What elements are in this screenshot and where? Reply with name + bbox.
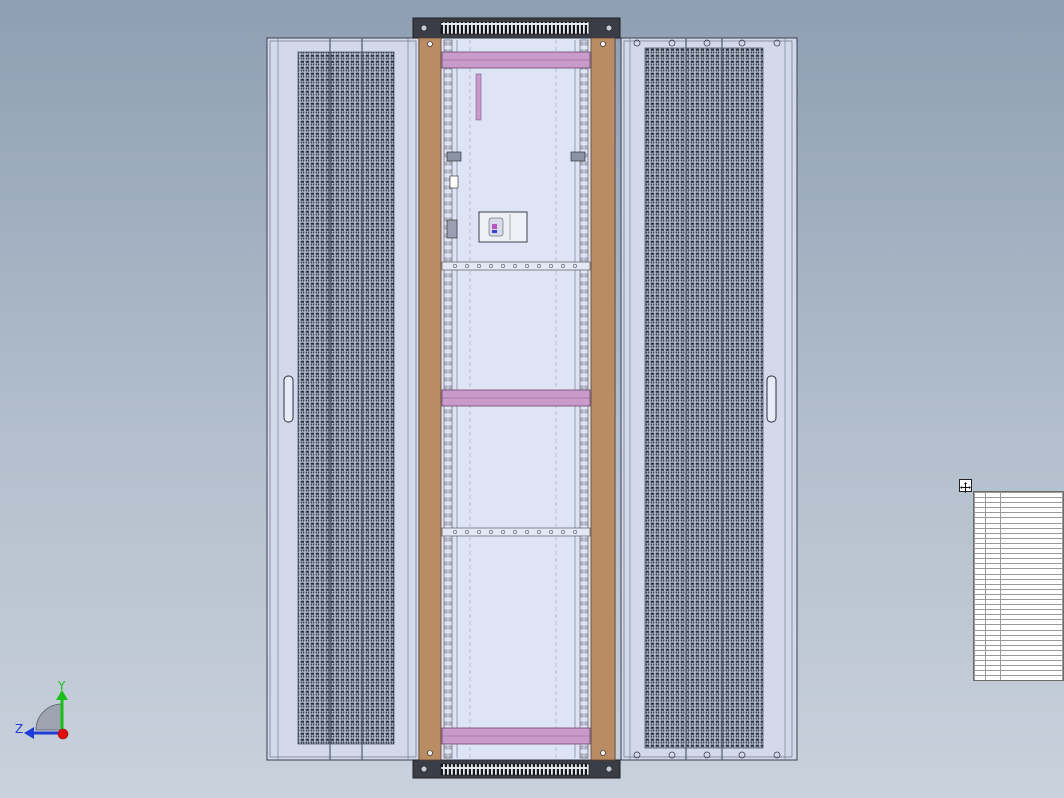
right-post <box>590 37 616 761</box>
left-door-handle-icon[interactable] <box>283 375 294 423</box>
bracket-left <box>446 151 462 162</box>
cable-tray <box>475 73 482 121</box>
table-move-handle-icon[interactable] <box>959 479 972 493</box>
table-cell <box>1000 675 1063 680</box>
top-vent[interactable] <box>412 17 621 39</box>
left-door-mesh-panel <box>297 51 395 745</box>
cabinet-frame[interactable] <box>418 37 616 761</box>
table-row <box>974 675 1063 680</box>
right-door-mesh-panel <box>644 47 764 749</box>
bottom-vent[interactable] <box>412 759 621 779</box>
axis-triad: Y Z <box>15 679 69 740</box>
triad-origin <box>57 728 69 740</box>
right-door-handle-icon[interactable] <box>766 375 777 423</box>
right-door[interactable] <box>620 37 798 761</box>
side-clip <box>446 219 458 239</box>
bracket-right <box>570 151 586 162</box>
perforated-bar-lower <box>441 527 591 537</box>
y-axis-label: Y <box>57 679 66 693</box>
perforated-bar-upper <box>441 261 591 271</box>
pdu-module[interactable] <box>478 211 528 243</box>
left-post <box>418 37 442 761</box>
left-door[interactable] <box>266 37 420 761</box>
label-plate <box>449 175 459 189</box>
bill-of-materials-table[interactable] <box>973 491 1064 681</box>
z-axis-label: Z <box>15 722 23 736</box>
